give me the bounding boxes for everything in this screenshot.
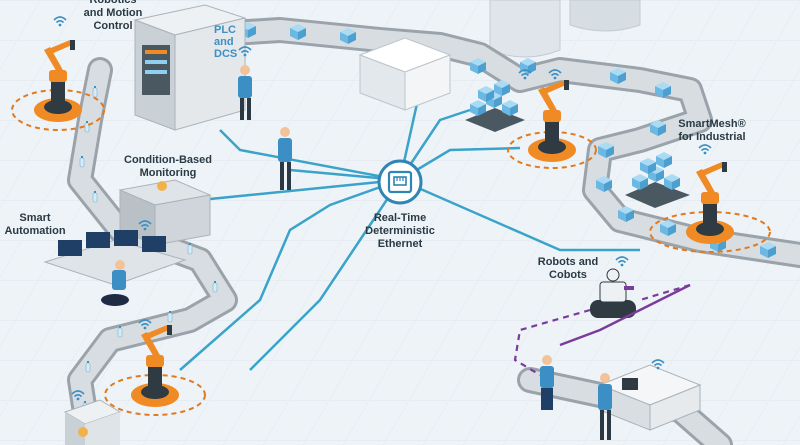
pallet-left — [465, 80, 525, 132]
storage-tanks — [489, 0, 641, 58]
server-cube — [358, 37, 452, 111]
pallet-right — [625, 152, 690, 208]
packaging-station — [598, 364, 702, 431]
control-workstation — [43, 230, 187, 306]
robot-arm-bottom-left — [104, 325, 206, 416]
label-robots-and-cobots: Robots and Cobots — [537, 256, 599, 281]
label-smart-automation: Smart Automation — [4, 212, 66, 237]
robot-arm-right — [649, 162, 771, 253]
plc-cabinet — [133, 4, 247, 131]
label-smartmesh: SmartMesh® for Industrial — [678, 118, 746, 143]
cobot-track — [559, 283, 691, 347]
label-real-time-ethernet: Real-Time Deterministic Ethernet — [365, 212, 435, 250]
label-robotics-motion-control: Robotics and Motion Control — [83, 0, 143, 32]
packaging-workers — [540, 355, 612, 440]
technician-with-tablet — [278, 127, 292, 190]
robot-arm-top-left — [11, 40, 105, 131]
mobile-cobot — [590, 268, 636, 318]
ethernet-hub — [377, 159, 423, 205]
label-plc-dcs: PLC and DCS — [214, 24, 238, 60]
robot-arm-center-right — [507, 80, 597, 169]
bottom-left-station — [63, 399, 122, 445]
ethernet-port-icon — [387, 170, 413, 194]
operator-at-plc — [238, 65, 252, 120]
label-condition-based-monitoring: Condition-Based Monitoring — [124, 154, 212, 179]
cobot-paths — [513, 283, 691, 376]
